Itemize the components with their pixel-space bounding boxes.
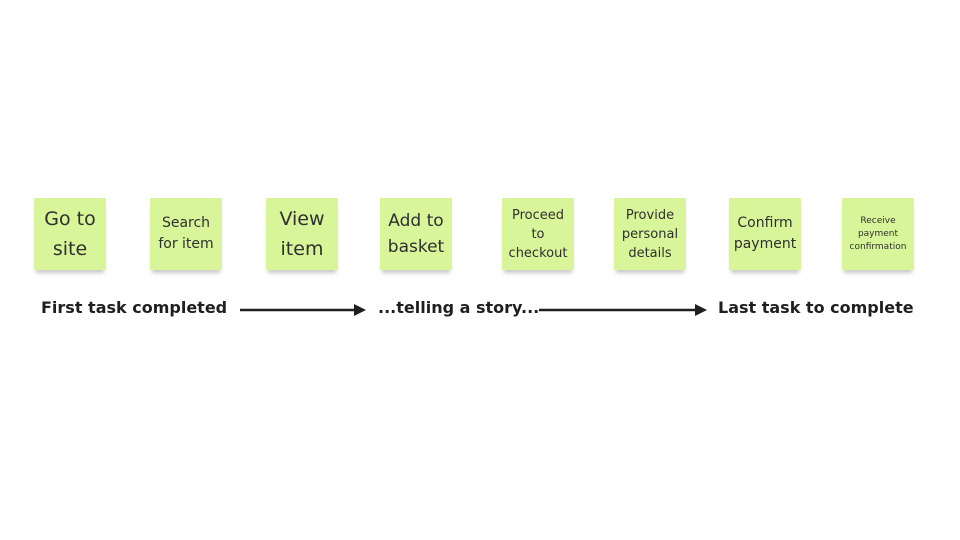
arrow-right-icon bbox=[539, 304, 707, 316]
sticky-note-proceed-to-checkout[interactable]: Proceed to checkout bbox=[502, 198, 574, 270]
caption-telling-a-story: ...telling a story... bbox=[378, 298, 540, 317]
caption-last-task: Last task to complete bbox=[718, 298, 914, 317]
caption-first-task: First task completed bbox=[41, 298, 228, 317]
sticky-note-provide-personal-details[interactable]: Provide personal details bbox=[614, 198, 686, 270]
sticky-note-receive-payment-confirmation[interactable]: Receive payment confirmation bbox=[842, 198, 914, 270]
sticky-note-add-to-basket[interactable]: Add to basket bbox=[380, 198, 452, 270]
sticky-note-view-item[interactable]: View item bbox=[266, 198, 338, 270]
sticky-note-go-to-site[interactable]: Go to site bbox=[34, 198, 106, 270]
sticky-note-confirm-payment[interactable]: Confirm payment bbox=[729, 198, 801, 270]
arrow-right-icon bbox=[240, 304, 366, 316]
sticky-note-search-for-item[interactable]: Search for item bbox=[150, 198, 222, 270]
